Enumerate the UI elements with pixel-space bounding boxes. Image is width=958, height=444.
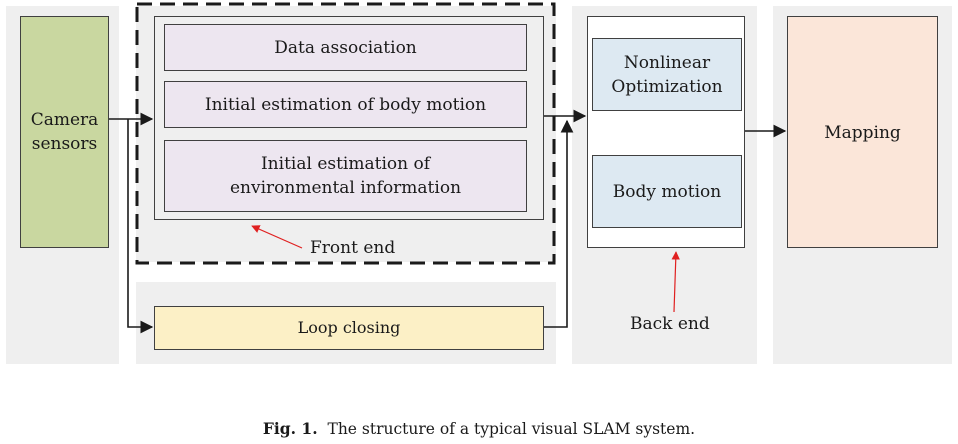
- environment-estimation-label: Initial estimation of environmental info…: [229, 154, 462, 198]
- front-end-inner-box: [154, 16, 544, 220]
- body-motion-label: Body motion: [612, 181, 722, 202]
- nonlinear-optimization-label: Nonlinear Optimization: [611, 52, 723, 97]
- figure-caption-prefix: Fig. 1.: [262, 419, 318, 438]
- figure-caption: Fig. 1. The structure of a typical visua…: [0, 419, 958, 438]
- body-motion-estimation-label: Initial estimation of body motion: [204, 94, 487, 115]
- camera-sensors-label: Camera sensors: [30, 110, 99, 154]
- body-motion-estimation-box: Initial estimation of body motion: [164, 81, 527, 128]
- nonlinear-optimization-box: Nonlinear Optimization: [592, 38, 742, 111]
- loop-closing-to-back-end-arrow: [544, 119, 574, 328]
- back-end-label: Back end: [630, 314, 710, 334]
- data-association-box: Data association: [164, 24, 527, 71]
- figure-caption-text: The structure of a typical visual SLAM s…: [327, 420, 696, 438]
- camera-sensors-box: Camera sensors: [20, 16, 109, 248]
- loop-closing-label: Loop closing: [297, 318, 401, 337]
- back-end-pointer-arrow: [671, 251, 680, 313]
- environment-estimation-box: Initial estimation of environmental info…: [164, 140, 527, 212]
- body-motion-box: Body motion: [592, 155, 742, 228]
- front-end-label: Front end: [310, 238, 396, 258]
- front-end-pointer-arrow: [251, 225, 303, 249]
- mapping-box: Mapping: [787, 16, 938, 248]
- data-association-label: Data association: [274, 37, 417, 58]
- front-end-dashed-border: [135, 2, 556, 265]
- mapping-label: Mapping: [824, 123, 901, 143]
- loop-closing-box: Loop closing: [154, 306, 544, 350]
- camera-to-loop-closing-arrow: [127, 119, 154, 334]
